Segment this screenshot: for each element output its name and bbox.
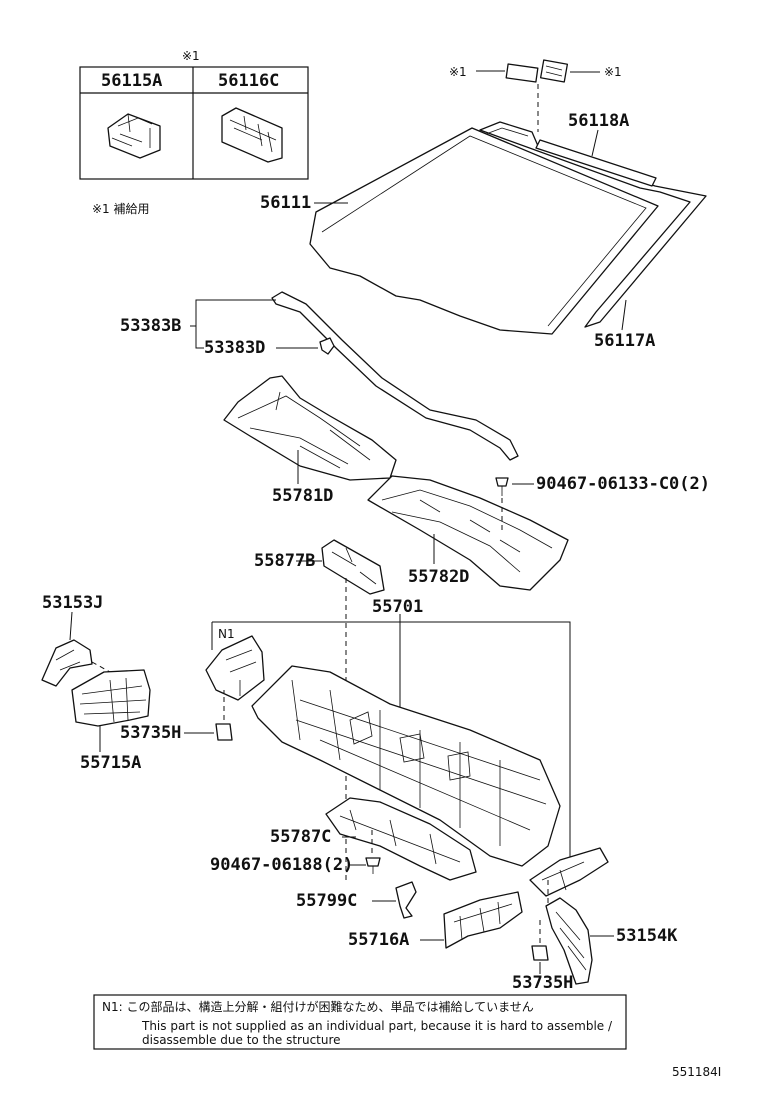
part-label-55782d: 55782D bbox=[408, 567, 469, 587]
bracket-53153j-drawing bbox=[41, 639, 93, 687]
louver-55781d-drawing bbox=[223, 375, 397, 481]
part-label-90467-06133: 90467-06133-C0(2) bbox=[536, 474, 710, 494]
cowl-louver-group: 55781D 90467-06133-C0(2) 55782D bbox=[223, 375, 710, 591]
lower-parts-group: 55787C 90467-06188(2) 55799C 55716A 5315… bbox=[210, 797, 678, 993]
figure-id: 551184I bbox=[672, 1065, 721, 1079]
part-label-53154k: 53154K bbox=[616, 926, 678, 946]
part-label-53383b: 53383B bbox=[120, 316, 181, 336]
footnote-japanese: N1: この部品は、構造上分解・組付けが困難なため、単品では補給していません bbox=[102, 999, 534, 1014]
clip-53383d-drawing bbox=[319, 337, 335, 355]
bracket-55715a-drawing bbox=[71, 669, 151, 727]
part-label-56118a: 56118A bbox=[568, 111, 629, 131]
footnote-english-line2: disassemble due to the structure bbox=[142, 1033, 341, 1047]
bracket-55716a-drawing bbox=[443, 891, 523, 949]
spacer-left-drawing bbox=[505, 63, 539, 83]
clip-56116c-drawing bbox=[221, 107, 283, 163]
inset-frame bbox=[79, 66, 309, 180]
part-label-55877b: 55877B bbox=[254, 551, 315, 571]
clip-53735h-b-drawing bbox=[531, 945, 549, 961]
part-label-55787c: 55787C bbox=[270, 827, 331, 847]
part-label-55799c: 55799C bbox=[296, 891, 357, 911]
part-label-53383d: 53383D bbox=[204, 338, 265, 358]
seal-55877b-drawing bbox=[321, 539, 385, 595]
part-label-55701: 55701 bbox=[372, 597, 423, 617]
left-side-group: 53153J 53735H 55715A bbox=[41, 593, 233, 773]
footnote-english-line1: This part is not supplied as an individu… bbox=[141, 1019, 613, 1033]
strip-56118a-drawing bbox=[535, 139, 657, 187]
part-label-56117a: 56117A bbox=[594, 331, 655, 351]
seal-group: 55877B bbox=[254, 539, 385, 880]
bolt-90467-06188-drawing bbox=[365, 857, 381, 867]
star1-left-label: ※1 bbox=[449, 65, 467, 79]
cowl-panel-group: 55701 N1 bbox=[205, 597, 609, 897]
part-label-56111: 56111 bbox=[260, 193, 311, 213]
star1-right-label: ※1 bbox=[604, 65, 622, 79]
cowl-panel-55701-drawing bbox=[251, 665, 561, 867]
clip-56115a-drawing bbox=[107, 113, 161, 159]
inset-col1-label: 56115A bbox=[101, 71, 162, 91]
note-marker-n1: N1 bbox=[218, 627, 235, 641]
supply-inset: ※1 56115A 56116C ※1 補給用 bbox=[79, 49, 309, 216]
clip-53735h-a-drawing bbox=[215, 723, 233, 741]
part-label-55715a: 55715A bbox=[80, 753, 141, 773]
weatherstrip-group: 53383B 53383D bbox=[120, 291, 519, 461]
windshield-group: ※1 ※1 56118A 56111 56117A bbox=[260, 59, 707, 351]
bracket-53154k-drawing bbox=[545, 897, 593, 985]
bracket-n1-drawing bbox=[205, 635, 265, 701]
windshield-glass-drawing bbox=[309, 127, 659, 335]
inset-marker: ※1 bbox=[182, 49, 200, 63]
bracket-right-drawing bbox=[529, 847, 609, 897]
part-label-53735h-a: 53735H bbox=[120, 723, 181, 743]
inset-note: ※1 補給用 bbox=[92, 202, 150, 216]
louver-55782d-drawing bbox=[367, 475, 569, 591]
part-label-53735h-b: 53735H bbox=[512, 973, 573, 993]
molding-56117a-drawing bbox=[479, 121, 707, 328]
part-label-55716a: 55716A bbox=[348, 930, 409, 950]
inset-col2-label: 56116C bbox=[218, 71, 279, 91]
part-label-55781d: 55781D bbox=[272, 486, 333, 506]
footnote-box: N1: この部品は、構造上分解・組付けが困難なため、単品では補給していません T… bbox=[93, 994, 627, 1050]
part-label-90467-06188: 90467-06188(2) bbox=[210, 855, 353, 875]
part-label-53153j: 53153J bbox=[42, 593, 103, 613]
spacer-right-drawing bbox=[539, 59, 569, 83]
bracket-55799c-drawing bbox=[395, 881, 417, 919]
screw-90467-06133-drawing bbox=[495, 477, 509, 487]
